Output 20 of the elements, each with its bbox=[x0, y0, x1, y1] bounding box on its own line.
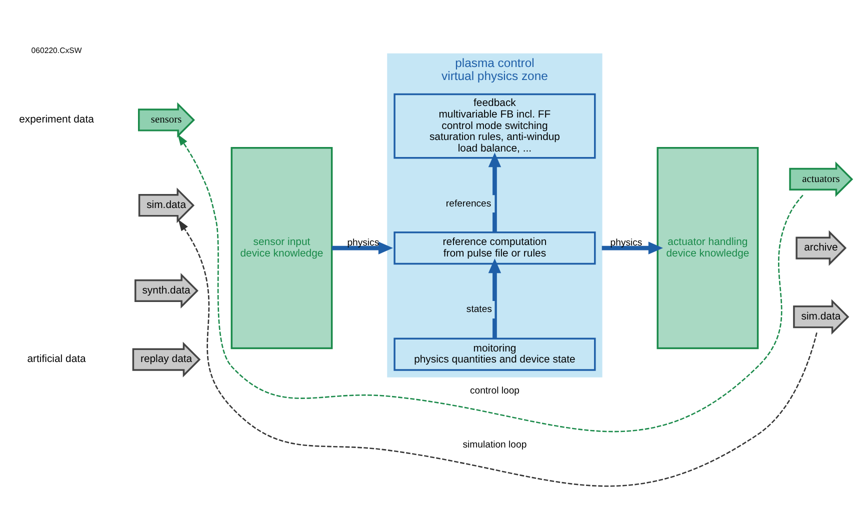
arrow bbox=[178, 134, 804, 432]
label: artificial data bbox=[27, 354, 86, 365]
arrow bbox=[488, 152, 502, 232]
label: experiment data bbox=[19, 114, 94, 126]
arrow bbox=[488, 258, 502, 338]
edge-label: control loop bbox=[470, 384, 520, 396]
node-box: reference computation from pulse file or rules bbox=[394, 231, 596, 264]
edge-label: states bbox=[466, 304, 492, 315]
node-box: sensor input device knowledge bbox=[230, 146, 333, 349]
node-box: feedback multivariable FB incl. FF control mode switching saturation rules, anti-windup load balance, ... bbox=[394, 92, 596, 158]
node-box: actuator handling device knowledge bbox=[656, 146, 759, 349]
edge-label: physics bbox=[610, 236, 642, 248]
arrow bbox=[178, 219, 818, 486]
edge-label: simulation loop bbox=[462, 438, 527, 450]
arrow bbox=[602, 241, 663, 254]
arrow bbox=[332, 241, 393, 254]
node-box: moitoring physics quantities and device state bbox=[394, 337, 596, 370]
edge-label: references bbox=[446, 198, 492, 209]
label: 060220.CxSW bbox=[31, 46, 82, 55]
edge-label: physics bbox=[347, 236, 380, 248]
